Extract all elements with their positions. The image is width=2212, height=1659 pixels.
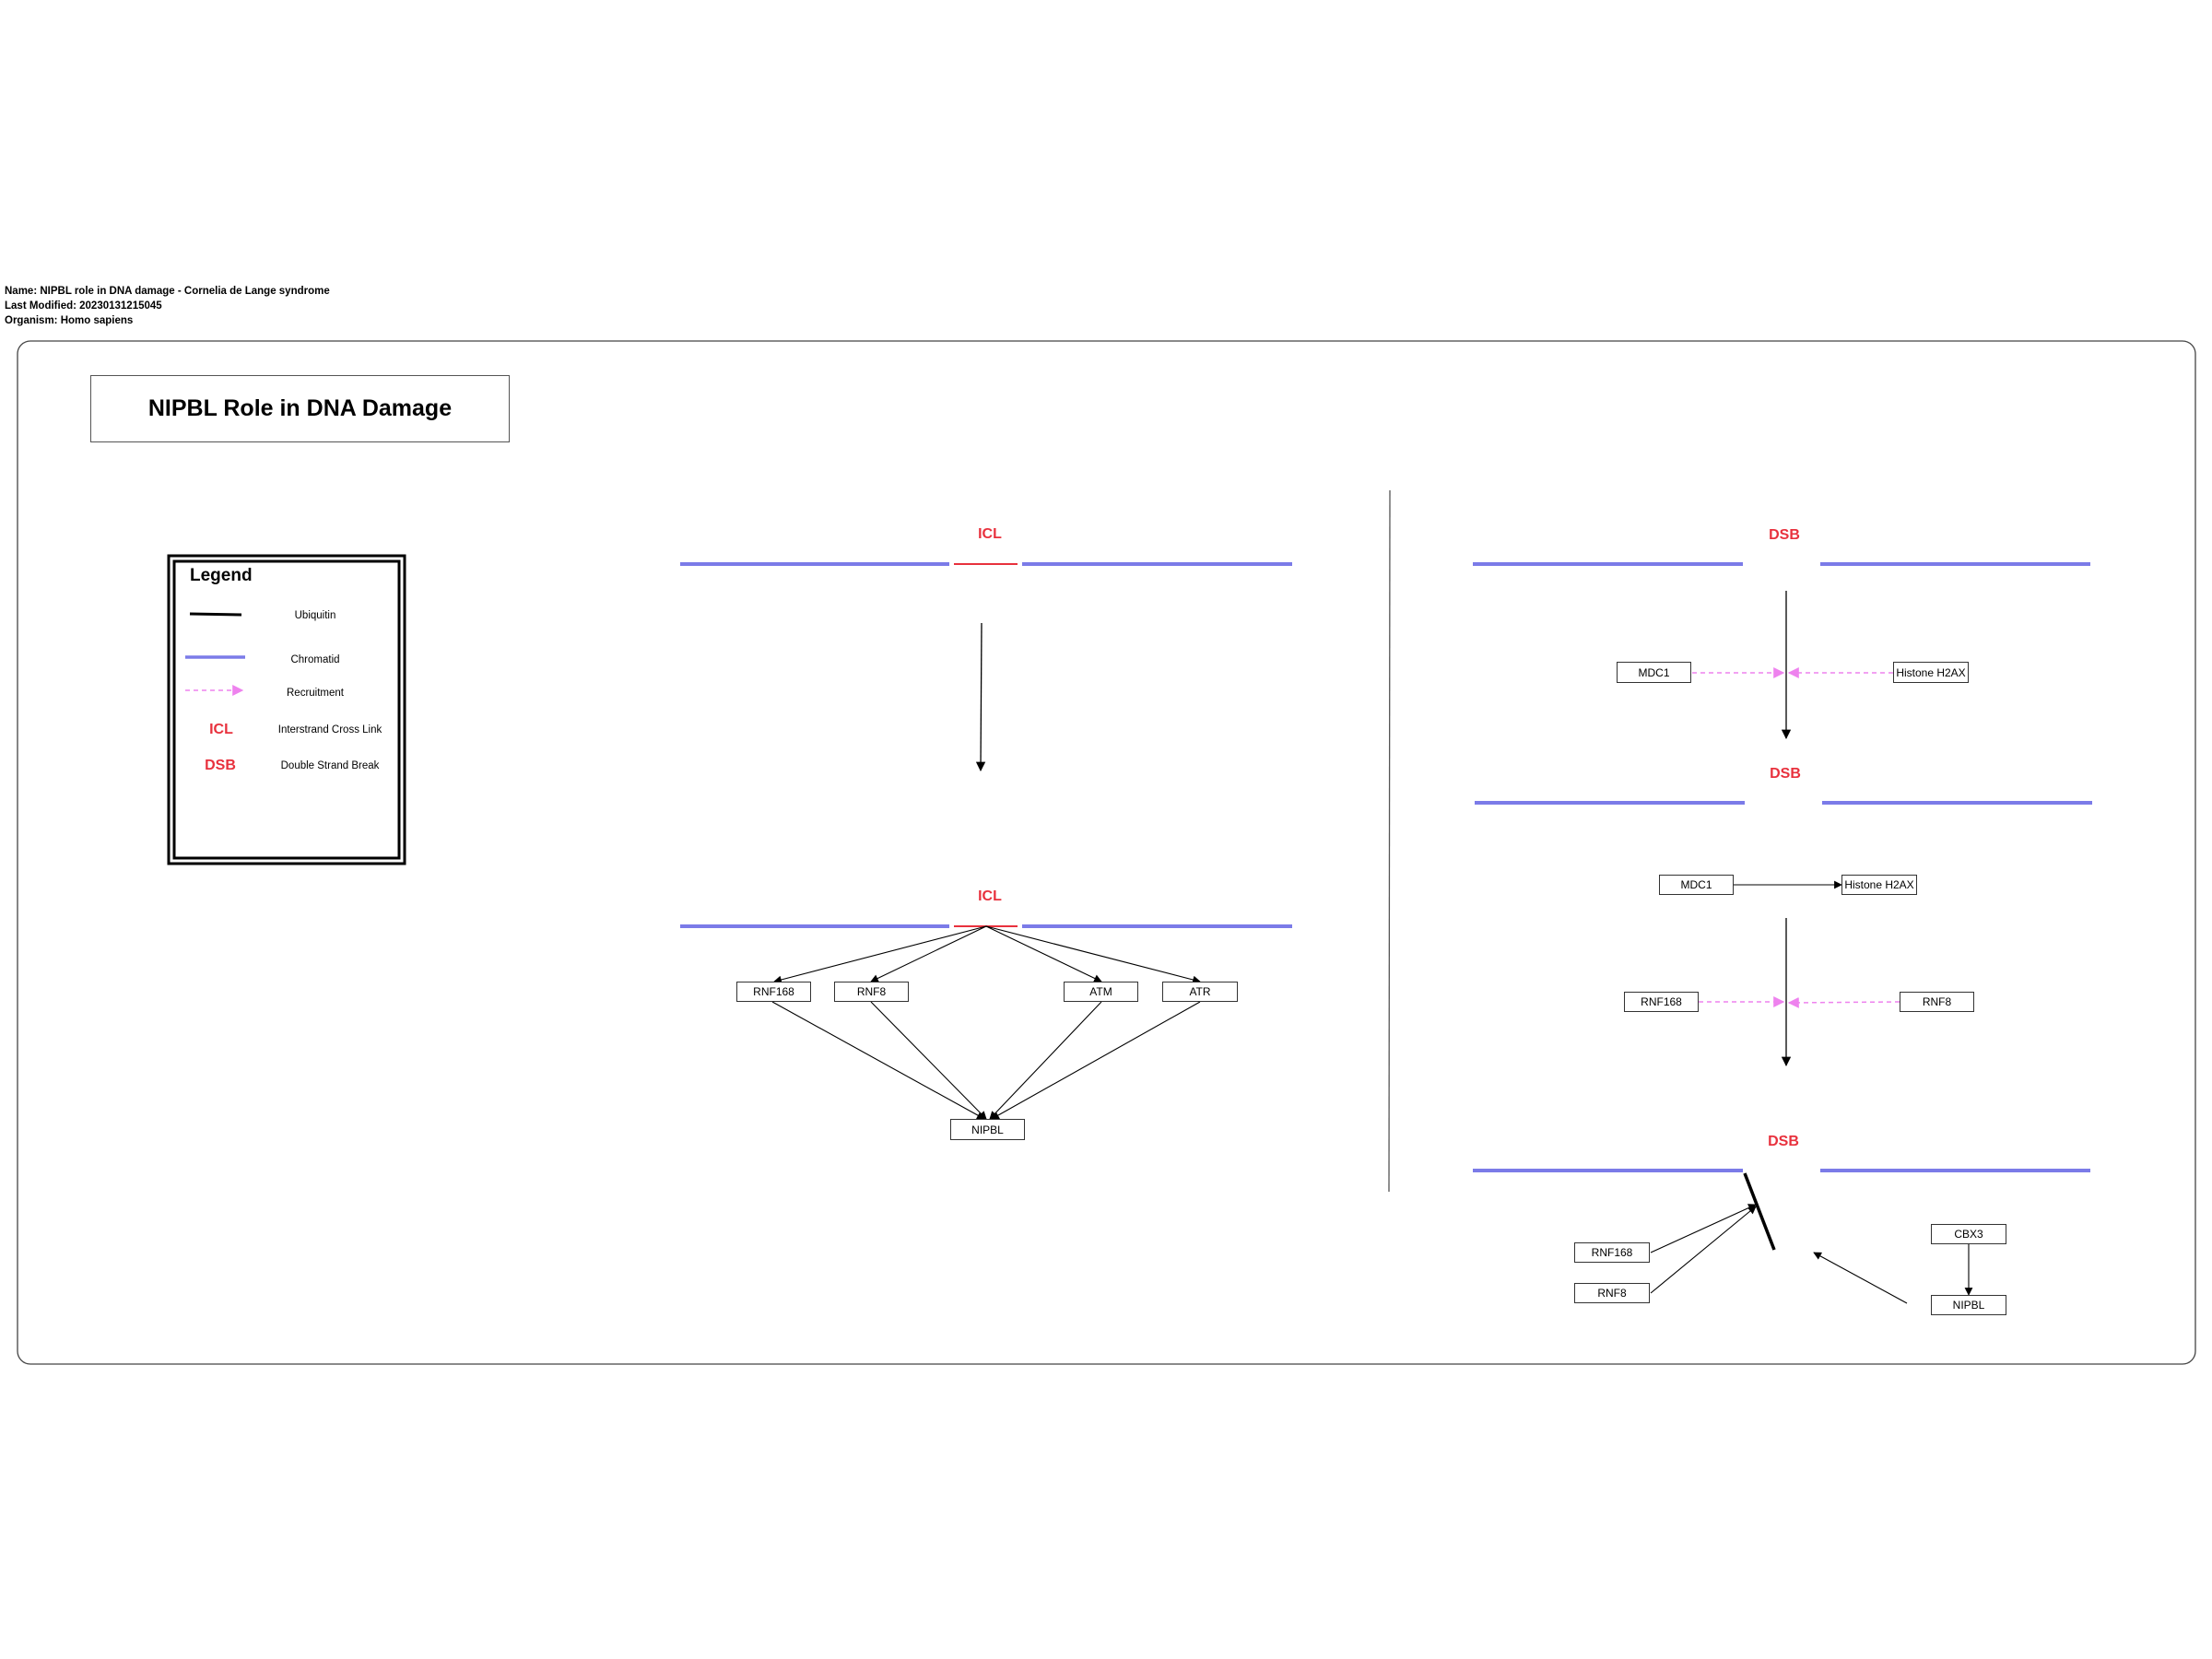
node-nipbl[interactable]: NIPBL [950, 1119, 1025, 1140]
node-rnf8[interactable]: RNF8 [834, 982, 909, 1002]
node-rnf168[interactable]: RNF168 [736, 982, 811, 1002]
node-atm[interactable]: ATM [1064, 982, 1138, 1002]
node-mdc1-step2[interactable]: MDC1 [1659, 875, 1734, 895]
legend-label-recruitment: Recruitment [287, 688, 344, 699]
node-mdc1-step1[interactable]: MDC1 [1617, 662, 1691, 683]
icl-to-rnf8-arrow [870, 925, 987, 982]
legend-symbol-icl: ICL [209, 722, 233, 737]
node-atr[interactable]: ATR [1162, 982, 1238, 1002]
ubiquitin-chain [1743, 1172, 1776, 1251]
atr-to-nipbl-arrow [991, 1001, 1201, 1120]
icl-to-atm-arrow [985, 925, 1102, 982]
node-rnf8-step2[interactable]: RNF8 [1900, 992, 1974, 1012]
legend-frame-inner [172, 559, 401, 860]
node-histone-h2ax-step2[interactable]: Histone H2AX [1841, 875, 1917, 895]
node-cbx3[interactable]: CBX3 [1931, 1224, 2006, 1244]
meta-name: Name: NIPBL role in DNA damage - Corneli… [5, 286, 330, 297]
nipbl-to-ubiquitin-arrow [1813, 1252, 1908, 1304]
panel-divider [1388, 489, 1391, 1193]
rnf168-ubiquitin-arrow [1650, 1204, 1757, 1253]
legend-ubiquitin-line [189, 612, 242, 617]
legend-symbol-dsb: DSB [205, 758, 236, 773]
legend-label-icl: Interstrand Cross Link [277, 724, 382, 735]
icl-bottom-label: ICL [978, 888, 1002, 904]
node-rnf168-step3[interactable]: RNF168 [1574, 1242, 1650, 1263]
node-nipbl-step3[interactable]: NIPBL [1931, 1295, 2006, 1315]
node-histone-h2ax-step1[interactable]: Histone H2AX [1893, 662, 1969, 683]
dsb2-label: DSB [1770, 766, 1801, 782]
diagram-frame [17, 340, 2196, 1365]
meta-organism: Organism: Homo sapiens [5, 315, 134, 326]
icl-top-label: ICL [978, 526, 1002, 542]
rnf8-ubiquitin-arrow [1650, 1206, 1757, 1294]
rnf168-to-nipbl-arrow [771, 1001, 985, 1120]
legend-label-chromatid: Chromatid [290, 654, 340, 665]
rnf8-to-nipbl-arrow [870, 1001, 987, 1120]
icl-transition-arrow [975, 622, 986, 772]
dsb1-label: DSB [1769, 527, 1800, 543]
node-rnf8-step3[interactable]: RNF8 [1574, 1283, 1650, 1303]
meta-modified: Last Modified: 20230131215045 [5, 300, 162, 312]
diagram-title: NIPBL Role in DNA Damage [90, 375, 510, 442]
rnf8-recruitment-arrow [1787, 996, 1900, 1008]
dsb3-label: DSB [1768, 1134, 1799, 1149]
icl-to-rnf168-arrow [773, 925, 987, 984]
legend-label-dsb: Double Strand Break [280, 760, 380, 771]
legend-label-ubiquitin: Ubiquitin [294, 610, 336, 621]
legend-frame-outer [167, 554, 406, 865]
legend-title: Legend [190, 566, 253, 585]
node-rnf168-step2[interactable]: RNF168 [1624, 992, 1699, 1012]
atm-to-nipbl-arrow [989, 1001, 1102, 1120]
icl-to-atr-arrow [985, 925, 1201, 984]
